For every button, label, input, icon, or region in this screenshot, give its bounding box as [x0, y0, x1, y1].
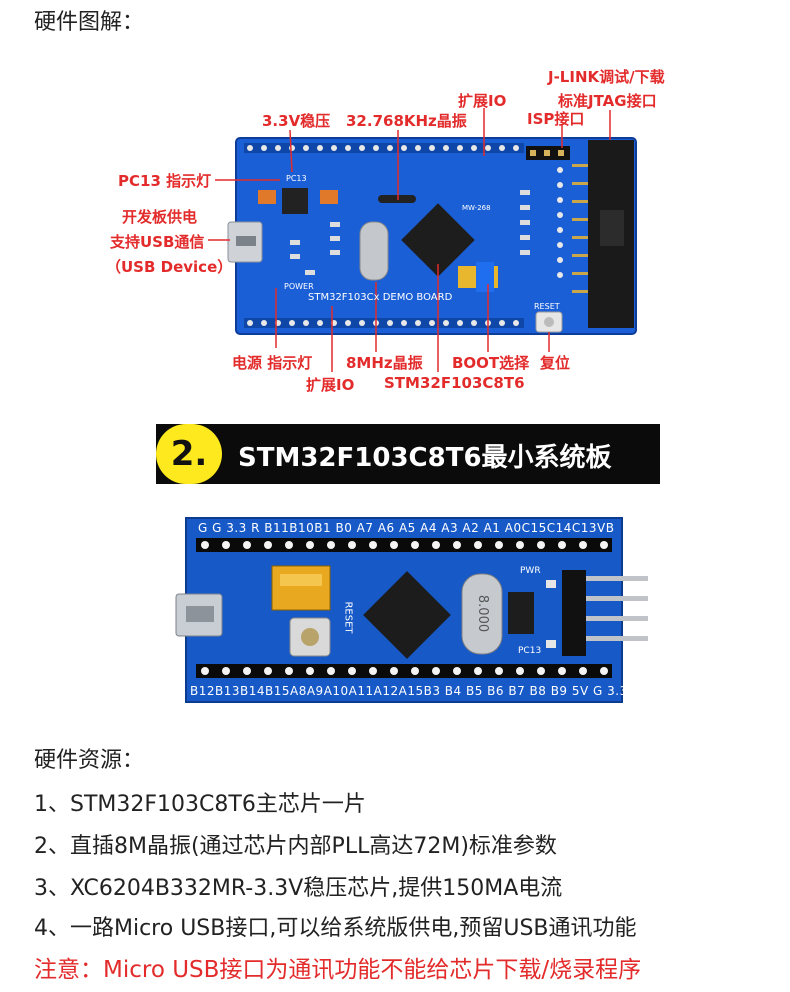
board1-silk-title: STM32F103Cx DEMO BOARD [308, 292, 453, 303]
label-jlink-1: J-LINK调试/下载 [548, 68, 665, 86]
label-usb-3: （USB Device） [106, 258, 233, 276]
board1-silk-pc13: PC13 [286, 174, 307, 183]
label-expand-io-bottom: 扩展IO [306, 376, 355, 394]
label-reset: 复位 [540, 354, 571, 372]
board2-silk-reset: RESET [342, 601, 354, 634]
resource-item-4: 4、一路Micro USB接口,可以给系统版供电,预留USB通讯功能 [34, 916, 637, 941]
section-number-badge: 2. [156, 424, 222, 484]
label-pc13: PC13 指示灯 [118, 172, 212, 190]
label-mcu: STM32F103C8T6 [384, 374, 525, 392]
label-expand-io-top: 扩展IO [458, 92, 507, 110]
label-boot: BOOT选择 [452, 354, 530, 372]
resource-item-2: 2、直插8M晶振(通过芯片内部PLL高达72M)标准参数 [34, 834, 557, 859]
board2-silk-crystal: 8.000 [475, 594, 491, 633]
label-reg33: 3.3V稳压 [262, 112, 331, 130]
label-jlink-2: 标准JTAG接口 [558, 92, 657, 110]
label-power-led: 电源 指示灯 [232, 354, 313, 372]
board-diagram-image [208, 108, 637, 372]
label-crystal32k: 32.768KHz晶振 [346, 112, 467, 130]
board1-silk-power: POWER [284, 282, 314, 291]
label-usb-2: 支持USB通信 [110, 233, 205, 251]
board2-silk-pc13: PC13 [518, 646, 542, 656]
board2-silk-pwr: PWR [520, 566, 541, 576]
board-photo-image [175, 517, 648, 703]
label-crystal8m: 8MHz晶振 [346, 354, 423, 372]
board2-top-pin-labels: G G 3.3 R B11B10B1 B0 A7 A6 A5 A4 A3 A2 … [198, 521, 615, 535]
resource-item-3: 3、XC6204B332MR-3.3V稳压芯片,提供150MA电流 [34, 876, 563, 901]
resource-item-1: 1、STM32F103C8T6主芯片一片 [34, 792, 366, 817]
board1-silk-chip: MW-268 [462, 204, 491, 212]
header-title: 硬件图解： [34, 10, 145, 35]
resources-note: 注意：Micro USB接口为通讯功能不能给芯片下载/烧录程序 [34, 957, 642, 983]
board1-silk-reset: RESET [534, 302, 560, 311]
resources-title: 硬件资源： [34, 748, 145, 773]
label-isp: ISP接口 [527, 110, 585, 128]
board2-bottom-pin-labels: B12B13B14B15A8A9A10A11A12A15B3 B4 B5 B6 … [190, 684, 628, 698]
section-title: STM32F103C8T6最小系统板 [238, 443, 612, 473]
section-banner [156, 424, 660, 484]
label-usb-1: 开发板供电 [122, 208, 198, 226]
